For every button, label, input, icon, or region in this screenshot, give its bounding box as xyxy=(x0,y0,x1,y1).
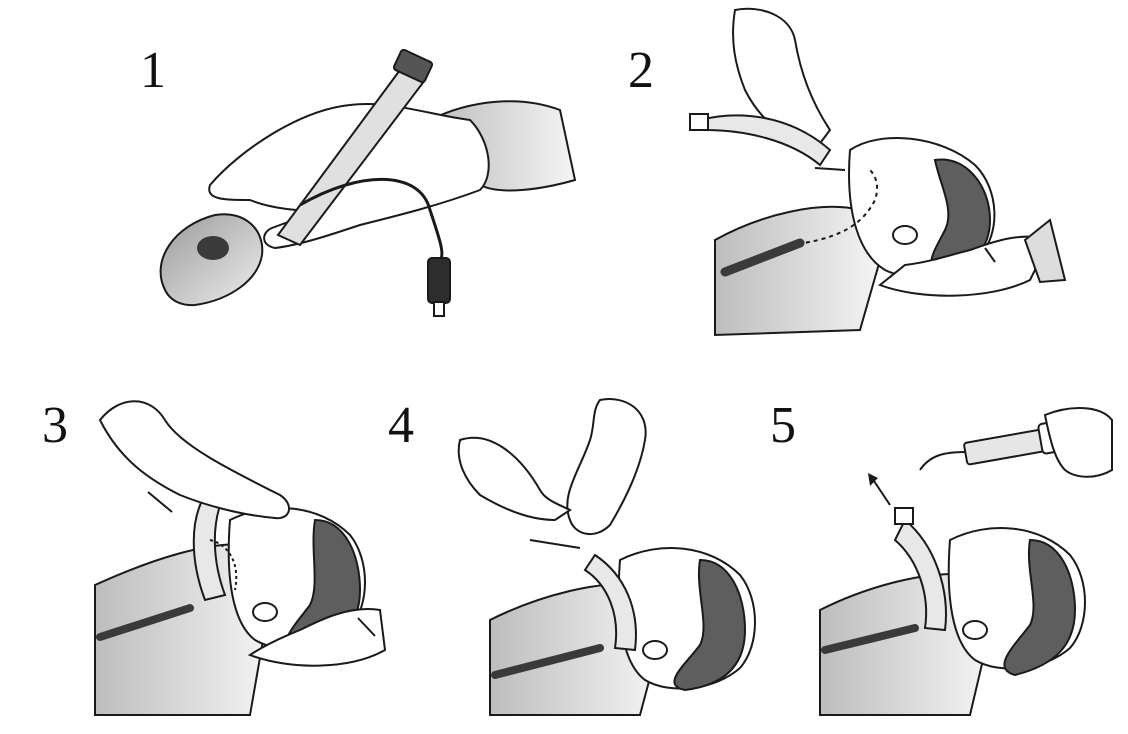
panel-step-2 xyxy=(690,9,1065,335)
step-number-3: 3 xyxy=(42,400,68,452)
pushing-hand-icon xyxy=(567,399,645,534)
panel-step-5 xyxy=(820,408,1112,715)
step-number-5: 5 xyxy=(770,400,796,452)
panel-step-4 xyxy=(459,399,755,715)
inserting-hand-icon xyxy=(100,401,289,518)
guiding-hand-icon xyxy=(459,438,570,520)
panel-step-3 xyxy=(95,401,385,715)
step-number-4: 4 xyxy=(388,400,414,452)
step-number-1: 1 xyxy=(140,45,166,97)
syringe-hand-icon xyxy=(1045,408,1112,477)
step-number-2: 2 xyxy=(628,45,654,97)
panel-step-1 xyxy=(161,49,575,316)
